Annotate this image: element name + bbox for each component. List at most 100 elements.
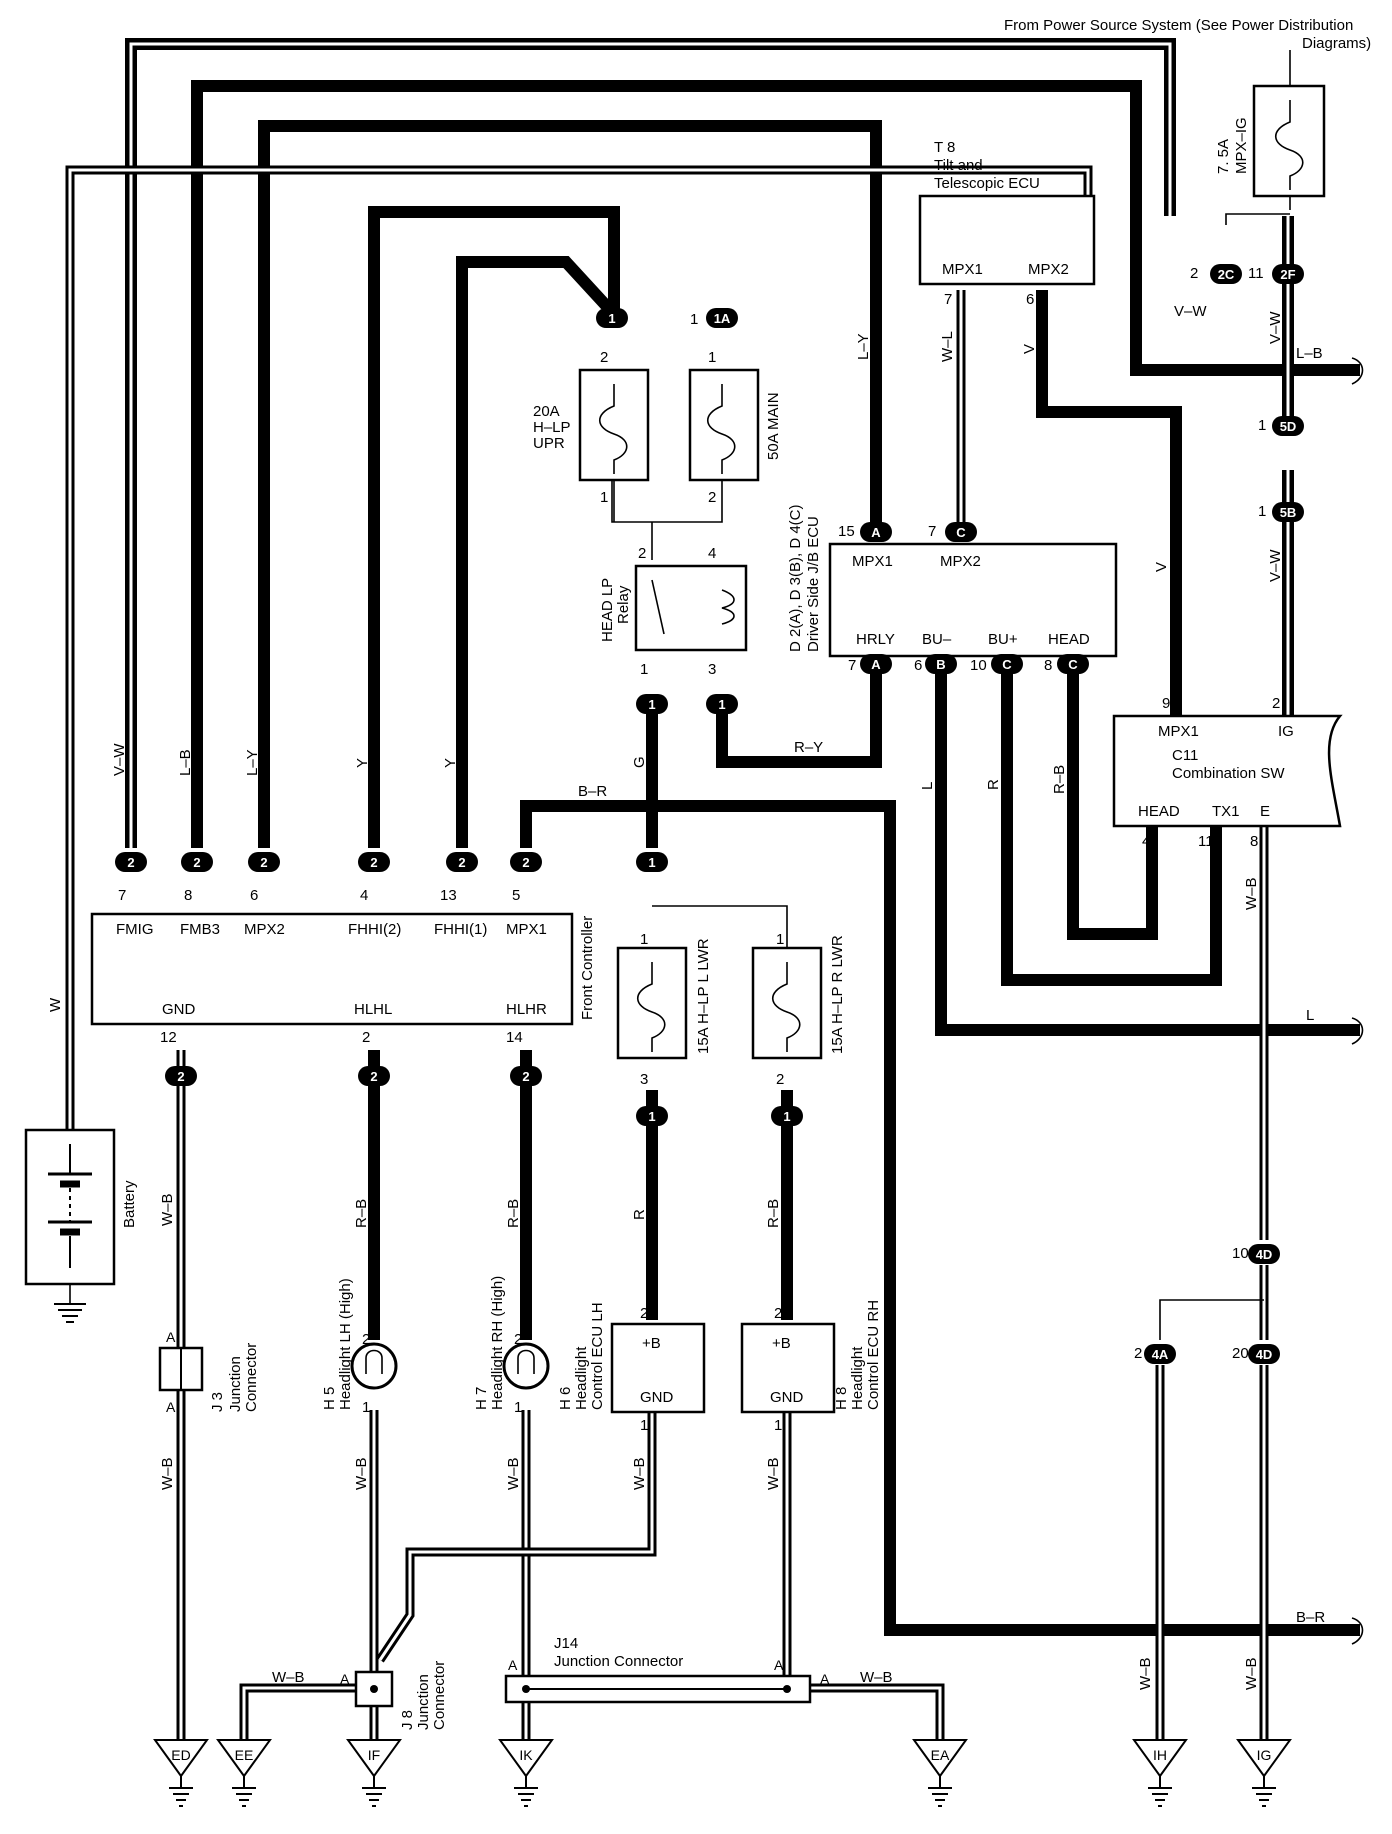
pin-num: 14 — [506, 1029, 523, 1046]
svg-text:C: C — [956, 525, 966, 540]
svg-text:4A: 4A — [1152, 1347, 1169, 1362]
wire-label-v-w: V–W — [1267, 549, 1284, 582]
pin-num: 1 — [600, 489, 608, 506]
wire-label-w-b: W–B — [272, 1669, 305, 1686]
ground-ik: IK — [498, 1739, 554, 1807]
pin-num: 2 — [514, 1331, 522, 1348]
pin-num: 4 — [708, 545, 716, 562]
connector-2: 2 — [181, 852, 213, 872]
h8-line2: Control ECU RH — [865, 1300, 882, 1410]
wire-2c-branch — [1225, 213, 1290, 225]
wire-t8-mpx2-v — [1036, 290, 1182, 720]
svg-text:2: 2 — [127, 855, 134, 870]
connector-5D: 5D — [1272, 416, 1304, 436]
wire-label-r-b: R–B — [1051, 765, 1068, 794]
fuse-mpx-ig-name: MPX–IG — [1233, 117, 1250, 174]
pin-num: 15 — [838, 523, 855, 540]
wire-label-l-y: L–Y — [855, 333, 872, 360]
fuse-h-lp-upr-name1: H–LP — [533, 419, 571, 436]
connector-1: 1 — [771, 1106, 803, 1126]
t8-pin-mpx2: MPX2 — [1028, 261, 1069, 278]
pin-num: 1 — [640, 931, 648, 948]
j8-line1: Junction — [415, 1674, 432, 1730]
pin-num: 5 — [512, 887, 520, 904]
connector-C: C — [991, 654, 1023, 674]
h7-name: Headlight RH (High) — [489, 1276, 506, 1410]
svg-text:2C: 2C — [1218, 267, 1235, 282]
pin-num: 1 — [774, 1417, 782, 1434]
combo-pin-ig: IG — [1278, 723, 1294, 740]
front-controller — [90, 912, 574, 1026]
pin-num: 2 — [774, 1305, 782, 1322]
fuse-element-icon — [636, 962, 666, 1052]
fc-pin-fmb3: FMB3 — [180, 921, 220, 938]
h5-id: H 5 — [321, 1387, 338, 1410]
t8-line1: Tilt and — [934, 157, 983, 174]
wire-label-g: G — [631, 756, 648, 768]
wire-label-w-b: W–B — [1243, 877, 1260, 910]
pin-numbers: 7 8 6 4 13 5 12 2 14 2 1 1 2 2 4 1 3 1 7… — [118, 265, 1280, 1434]
j8-id: J 8 — [399, 1710, 416, 1730]
battery-cells-icon — [48, 1144, 92, 1268]
connector-1A: 1A — [706, 308, 738, 328]
jb-pin-mpx1: MPX1 — [852, 553, 893, 570]
connector-5B: 5B — [1272, 502, 1304, 522]
pin-num: 7 — [944, 291, 952, 308]
wire-label-w-b: W–B — [159, 1457, 176, 1490]
connector-2C: 2C — [1210, 264, 1242, 284]
wire-label-v-w: V–W — [111, 743, 128, 776]
wire-bu-plus-r — [1001, 664, 1222, 986]
svg-text:1: 1 — [648, 697, 655, 712]
pin-num: 10 — [1232, 1245, 1249, 1262]
wire-label-w-b: W–B — [631, 1457, 648, 1490]
pin-num: 11 — [1198, 833, 1214, 850]
connector-1: 1 — [636, 852, 668, 872]
power-source-note-2: Diagrams) — [1302, 35, 1371, 52]
j3-pin-a-top: A — [166, 1329, 176, 1345]
connector-A: A — [860, 522, 892, 542]
connector-4D: 4D — [1248, 1244, 1280, 1264]
wire-label-y: Y — [442, 758, 459, 768]
svg-text:2: 2 — [260, 855, 267, 870]
fc-pin-fhhi1: FHHI(1) — [434, 921, 487, 938]
fc-pin-fhhi2: FHHI(2) — [348, 921, 401, 938]
ground-label: IK — [519, 1747, 533, 1763]
svg-text:4D: 4D — [1256, 1347, 1273, 1362]
j8-line2: Connector — [431, 1661, 448, 1730]
wire-label-w-b: W–B — [505, 1457, 522, 1490]
pin-num: 1 — [514, 1399, 522, 1416]
headlight-rh-bulb-icon — [502, 1342, 550, 1390]
connector-A: A — [860, 654, 892, 674]
t8-tilt-telescopic-ecu — [918, 194, 1096, 286]
wire-gnd-w-b-group — [176, 820, 1269, 1740]
svg-text:4D: 4D — [1256, 1247, 1273, 1262]
pin-num: 8 — [184, 887, 192, 904]
bulb-filament-icon — [365, 1349, 383, 1374]
ground-ea: EA — [912, 1739, 968, 1807]
front-controller-name: Front Controller — [579, 916, 596, 1020]
head-lp-relay — [634, 564, 748, 652]
pin-num: 10 — [970, 657, 987, 674]
headlight-lh-bulb-icon — [350, 1342, 398, 1390]
pin-num: 1 — [1258, 503, 1266, 520]
h5-name: Headlight LH (High) — [337, 1278, 354, 1410]
pin-num: 8 — [1044, 657, 1052, 674]
wire-label-b-r: B–R — [1296, 1609, 1325, 1626]
h6-pin-gnd: GND — [640, 1389, 674, 1406]
wire-label-w-l: W–L — [939, 331, 956, 362]
j3-line1: Junction — [227, 1356, 244, 1412]
wire-4a-branch — [1159, 1299, 1264, 1340]
wire-label-w-b: W–B — [860, 1669, 893, 1686]
combo-pin-e: E — [1260, 803, 1270, 820]
svg-text:2: 2 — [458, 855, 465, 870]
jb-pin-mpx2: MPX2 — [940, 553, 981, 570]
svg-text:A: A — [871, 657, 881, 672]
ground-ih: IH — [1132, 1739, 1188, 1807]
wire-label-w-b: W–B — [1137, 1657, 1154, 1690]
connector-4A: 4A — [1144, 1344, 1176, 1364]
j8-pin-a: A — [340, 1671, 350, 1687]
svg-text:2: 2 — [370, 855, 377, 870]
relay-contact-icon — [651, 579, 665, 635]
